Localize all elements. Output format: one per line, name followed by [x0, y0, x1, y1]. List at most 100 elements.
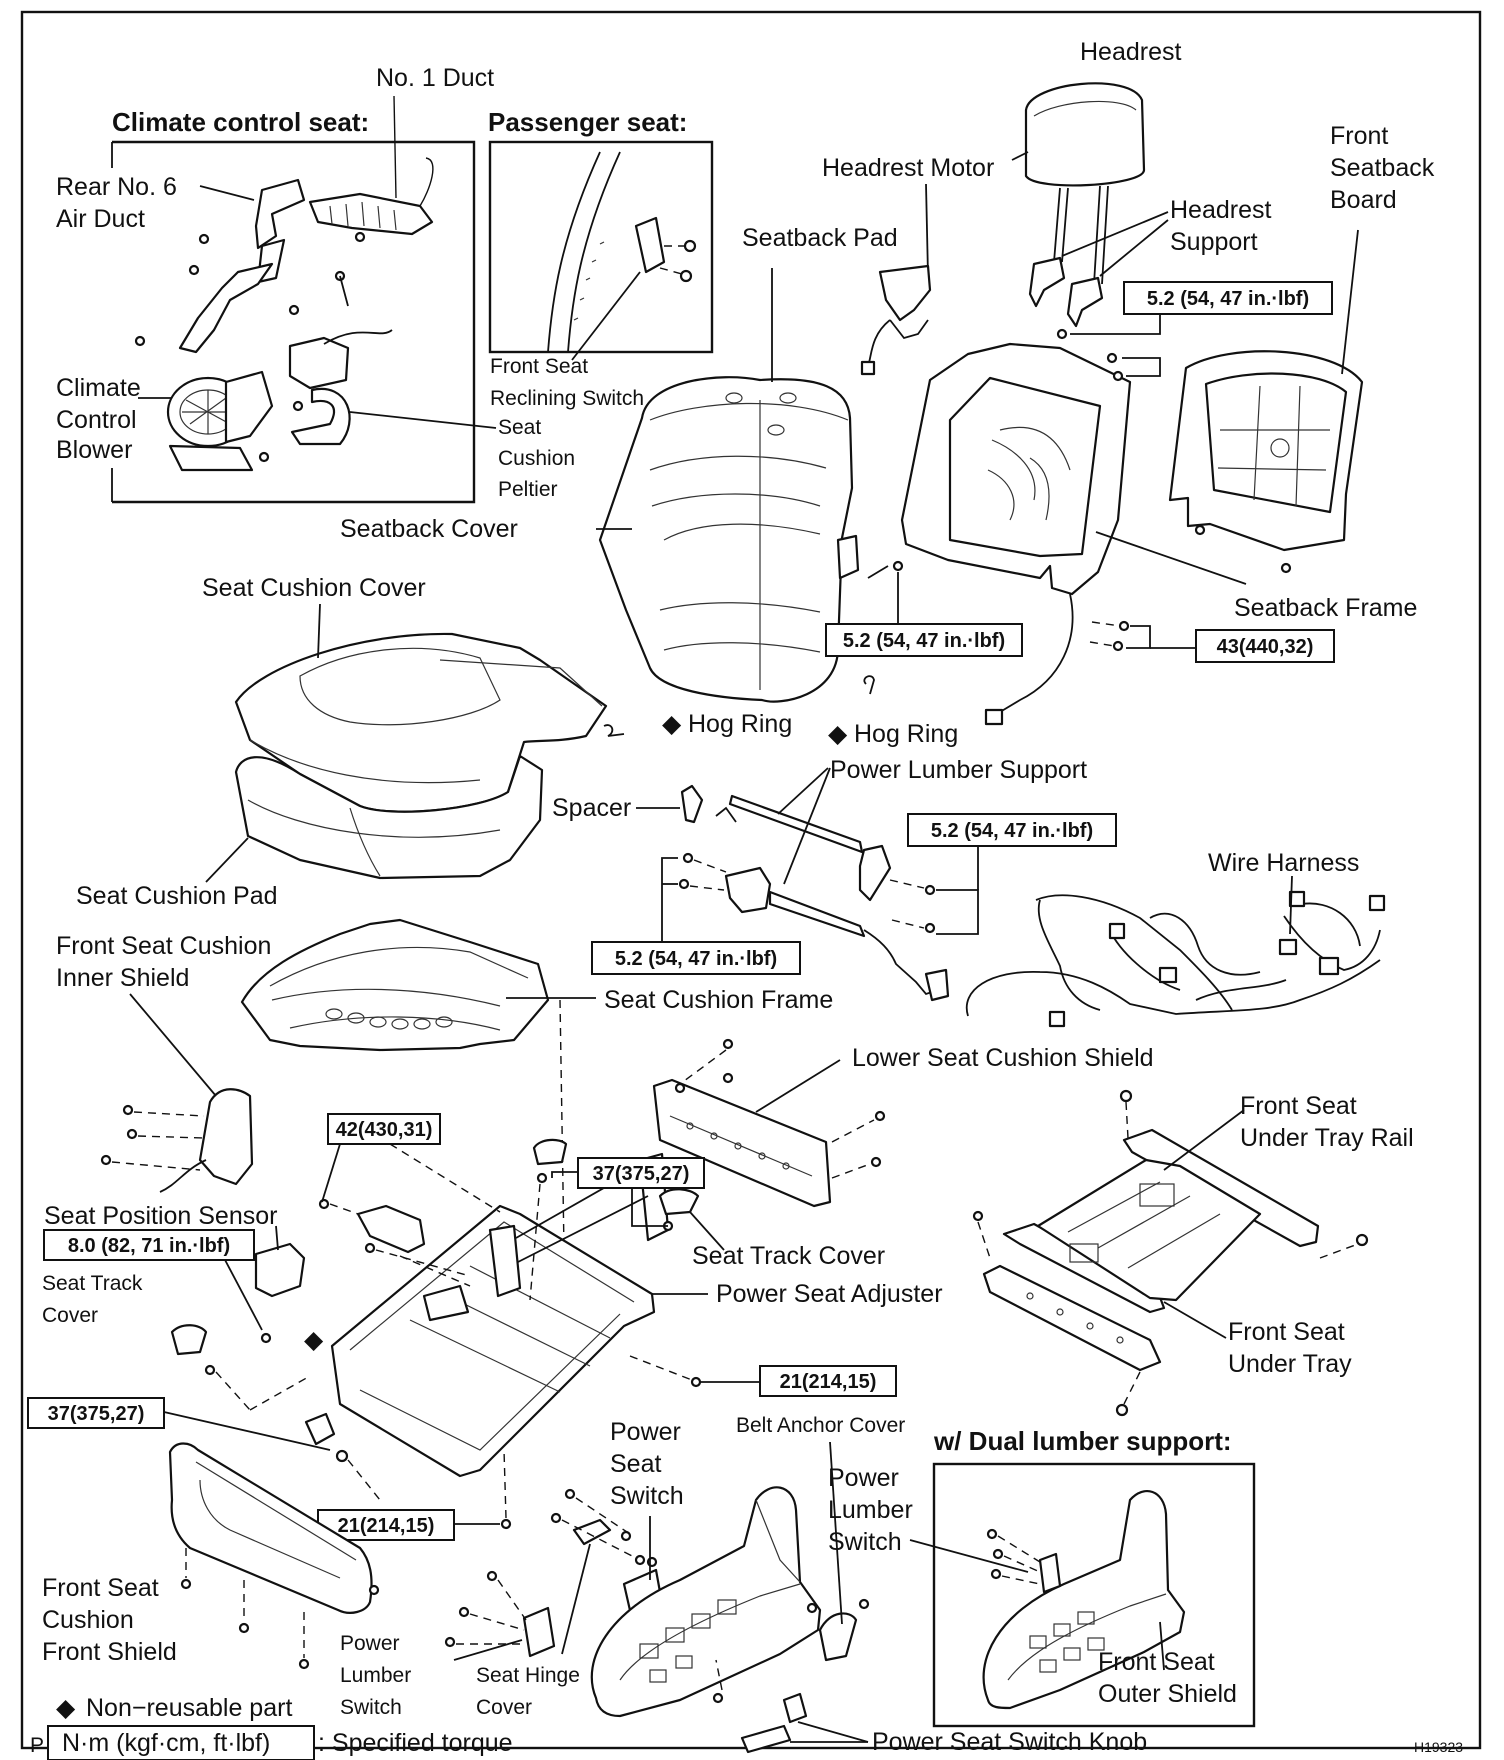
- seat-position-sensor: ◆: [223, 1225, 324, 1354]
- seat-cushion-peltier-label-2: Cushion: [498, 447, 575, 470]
- torque-label: 21(214,15): [338, 1515, 435, 1537]
- front-seat-under-tray-label-1: Front Seat: [1228, 1318, 1345, 1346]
- front-seat-cushion-inner-shield-label-2: Inner Shield: [56, 964, 189, 992]
- headrest-motor-label: Headrest Motor: [822, 154, 994, 182]
- front-seat-cushion-front-shield-label-2: Cushion: [42, 1606, 134, 1634]
- non-reusable-diamond: ◆: [304, 1326, 324, 1354]
- legend-unit-box: N·m (kgf·cm, ft·lbf): [62, 1729, 270, 1757]
- power-seat-switch-label-2: Seat: [610, 1450, 661, 1478]
- front-seatback-board-label-3: Board: [1330, 186, 1397, 214]
- torque-label: 37(375,27): [48, 1403, 145, 1425]
- seat-cushion-pad-label: Seat Cushion Pad: [76, 882, 278, 910]
- power-seat-switch-label-1: Power: [610, 1418, 681, 1446]
- front-seat-outer-shield-main: [590, 1486, 822, 1718]
- seat-cushion-frame-label: Seat Cushion Frame: [604, 986, 833, 1014]
- legend-non-reusable: Non−reusable part: [86, 1694, 292, 1722]
- seat-belt-buckle: [318, 1198, 471, 1277]
- rear-no6-air-duct-label-2: Air Duct: [56, 205, 145, 233]
- seat-track-cover-small-label-2: Cover: [42, 1304, 98, 1327]
- seat-cushion-pad: [205, 754, 544, 883]
- power-seat-adjuster-label: Power Seat Adjuster: [716, 1280, 943, 1308]
- seat-position-sensor-label: Seat Position Sensor: [44, 1202, 277, 1230]
- climate-control-blower-label-2: Control: [56, 406, 137, 434]
- legend: ◆ Non−reusable part P N·m (kgf·cm, ft·lb…: [30, 1694, 1463, 1760]
- front-seat-reclining-switch-label-1: Front Seat: [490, 355, 588, 378]
- lower-seat-cushion-shield-label: Lower Seat Cushion Shield: [852, 1044, 1154, 1072]
- torque-label: 5.2 (54, 47 in.·lbf): [931, 820, 1093, 842]
- power-lumber-switch-right-label-1: Power: [828, 1464, 899, 1492]
- dual-lumber-support-inset: [932, 1462, 1256, 1728]
- front-seat-cushion-front-shield-label-3: Front Shield: [42, 1638, 177, 1666]
- headrest-support-label-2: Support: [1170, 228, 1258, 256]
- torque-track-cover: 37(375,27): [551, 1157, 705, 1227]
- spacer-label: Spacer: [552, 794, 631, 822]
- front-seat-cushion-front-shield-label-1: Front Seat: [42, 1574, 159, 1602]
- torque-lumber-left: 5.2 (54, 47 in.·lbf): [591, 852, 801, 975]
- torque-label: 42(430,31): [336, 1119, 433, 1141]
- rear-no6-air-duct-label-1: Rear No. 6: [56, 173, 177, 201]
- non-reusable-diamond: ◆: [828, 720, 848, 748]
- belt-anchor-cover-label: Belt Anchor Cover: [736, 1414, 905, 1437]
- front-seatback-board-label-2: Seatback: [1330, 154, 1435, 182]
- front-seat-outer-shield-label-1: Front Seat: [1098, 1648, 1215, 1676]
- torque-adjuster-top: 42(430,31): [321, 1113, 501, 1213]
- front-seat-cushion-inner-shield: [100, 993, 254, 1193]
- power-lumber-switch-right-label-3: Switch: [828, 1528, 902, 1556]
- seat-cushion-frame: [240, 918, 596, 1375]
- front-seat-under-tray-label-2: Under Tray: [1228, 1350, 1352, 1378]
- wire-harness: [965, 875, 1386, 1028]
- screw-group: [134, 231, 366, 463]
- headrest-motor: [860, 183, 932, 376]
- climate-control-blower-label-1: Climate: [56, 374, 141, 402]
- torque-label: 43(440,32): [1217, 636, 1314, 658]
- front-seatback-board-label-1: Front: [1330, 122, 1388, 150]
- legend-specified-torque: : Specified torque: [318, 1729, 513, 1757]
- seatback-frame-label: Seatback Frame: [1234, 594, 1417, 622]
- seatback-frame: [900, 342, 1247, 726]
- power-lumber-support-label: Power Lumber Support: [830, 756, 1087, 784]
- power-lumber-support: [636, 767, 950, 1002]
- hog-ring-label-1: Hog Ring: [688, 710, 792, 738]
- power-lumber-switch-left-label-2: Lumber: [340, 1664, 411, 1687]
- passenger-seat-title: Passenger seat:: [488, 107, 687, 137]
- torque-label: 5.2 (54, 47 in.·lbf): [1147, 288, 1309, 310]
- climate-control-seat-inset: [111, 95, 497, 504]
- front-seat-under-tray-rail-label-2: Under Tray Rail: [1240, 1124, 1414, 1152]
- hog-ring-label-2: Hog Ring: [854, 720, 958, 748]
- dual-lumbar-title: w/ Dual lumber support:: [933, 1426, 1232, 1456]
- seat-cushion-cover-label: Seat Cushion Cover: [202, 574, 426, 602]
- wire-harness-label: Wire Harness: [1208, 849, 1359, 877]
- power-lumber-switch-left-label-1: Power: [340, 1632, 400, 1655]
- torque-front-left: 37(375,27): [27, 1397, 381, 1501]
- headrest-support-parts: [1028, 211, 1169, 328]
- page-letter: P: [30, 1734, 44, 1757]
- passenger-seat-inset: [488, 140, 714, 361]
- power-seat-switch-knob-label: Power Seat Switch Knob: [872, 1728, 1147, 1756]
- power-lumber-switch-right-label-2: Lumber: [828, 1496, 913, 1524]
- front-seat-under-tray: [972, 1089, 1369, 1417]
- hog-ring-left: ◆ Hog Ring: [603, 710, 792, 738]
- seatback-cover-label: Seatback Cover: [340, 515, 518, 543]
- seat-cushion-peltier-label-3: Peltier: [498, 478, 558, 501]
- figure-code: H19323: [1414, 1739, 1463, 1755]
- torque-label: 5.2 (54, 47 in.·lbf): [615, 948, 777, 970]
- front-seatback-board: [1168, 229, 1364, 574]
- headrest-label: Headrest: [1080, 38, 1181, 66]
- front-seat-cushion-inner-shield-label-1: Front Seat Cushion: [56, 932, 271, 960]
- headrest: [1011, 82, 1146, 285]
- seat-track-cover-left: [170, 1324, 311, 1411]
- torque-rail: 21(214,15): [629, 1355, 897, 1397]
- torque-label: 21(214,15): [780, 1371, 877, 1393]
- seat-hinge-cover-label-1: Seat Hinge: [476, 1664, 580, 1687]
- climate-control-seat-title: Climate control seat:: [112, 107, 369, 137]
- power-lumber-switch-left: [444, 1570, 556, 1661]
- torque-lumber-right: 5.2 (54, 47 in.·lbf): [889, 813, 1117, 935]
- legend-diamond: ◆: [56, 1694, 76, 1722]
- front-seat-under-tray-rail-label-1: Front Seat: [1240, 1092, 1357, 1120]
- seat-hinge-cover-label-2: Cover: [476, 1696, 532, 1719]
- seat-track-cover-label: Seat Track Cover: [692, 1242, 885, 1270]
- seatback-pad-label: Seatback Pad: [742, 224, 898, 252]
- torque-label: 8.0 (82, 71 in.·lbf): [68, 1235, 230, 1257]
- torque-label: 37(375,27): [593, 1163, 690, 1185]
